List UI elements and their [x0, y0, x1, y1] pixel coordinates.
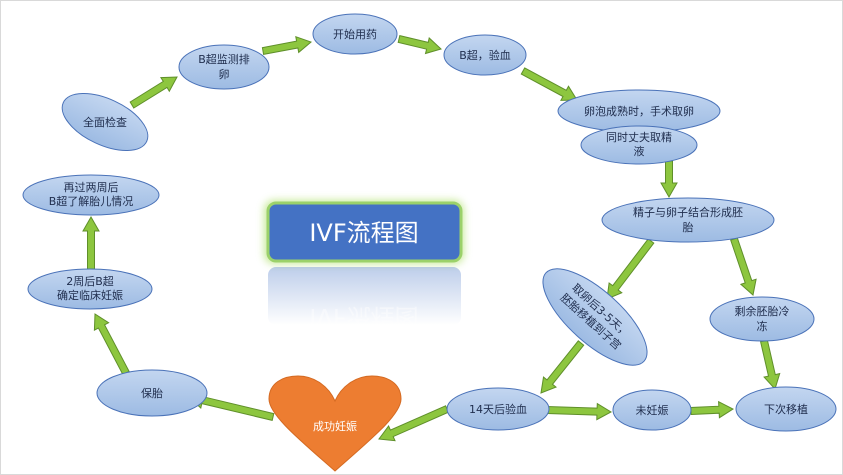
- arrow-ovulation-to-medication: [261, 35, 312, 55]
- node-fetal-check: 再过两周后 B超了解胎儿情况: [22, 174, 160, 216]
- node-embryo-formation: 精子与卵子结合形成胚 胎: [601, 197, 775, 243]
- arrow-notpregnant-to-next: [690, 400, 735, 419]
- arrow-bblood-to-retrieval: [520, 67, 578, 101]
- node-full-exam-label: 全面检查: [83, 115, 127, 129]
- arrow-embryo-to-transfer: [606, 238, 655, 300]
- node-embryo-transfer: 取卵后3-5天， 胚胎移植到子宫: [542, 268, 648, 366]
- node-confirm-pregnancy: 2周后B超 确定临床妊娠: [27, 268, 153, 310]
- node-fetal-check-line2: B超了解胎儿情况: [49, 194, 134, 208]
- flow-arrows: [82, 34, 781, 442]
- node-keep-pregnancy: 保胎: [96, 369, 208, 417]
- node-confirm-pregnancy-line2: 确定临床妊娠: [57, 288, 123, 302]
- node-blood-test-14-label: 14天后验血: [469, 402, 527, 416]
- arrow-medication-to-bblood: [397, 34, 442, 55]
- node-embryo-formation-line2: 胎: [683, 220, 694, 234]
- heart-node: 成功妊娠: [268, 375, 402, 472]
- node-b-ovulation-line1: B超监测排: [198, 52, 250, 66]
- node-start-medication: 开始用药: [312, 13, 398, 55]
- node-next-transfer-label: 下次移植: [764, 402, 808, 416]
- arrow-embryo-to-freeze: [730, 237, 757, 296]
- arrow-bloodtest-to-success: [378, 405, 450, 442]
- title-reflection-text: IVF流程图: [309, 303, 418, 331]
- arrow-keep-to-confirm: [93, 313, 130, 376]
- node-fetal-check-line1: 再过两周后: [64, 181, 119, 194]
- arrow-bloodtest-to-notpregnant: [546, 402, 613, 421]
- node-sperm-collection-line1: 同时丈夫取精: [606, 131, 672, 144]
- arrow-freeze-to-next: [760, 339, 781, 390]
- node-embryo-formation-line1: 精子与卵子结合形成胚: [633, 205, 743, 219]
- node-b-ovulation: B超监测排 卵: [178, 44, 270, 90]
- node-keep-pregnancy-label: 保胎: [141, 386, 163, 400]
- node-egg-retrieval: 卵泡成熟时，手术取卵: [557, 89, 721, 133]
- node-b-ovulation-line2: 卵: [219, 68, 230, 81]
- node-b-blood: B超，验血: [443, 34, 527, 76]
- node-egg-retrieval-label: 卵泡成熟时，手术取卵: [584, 104, 694, 118]
- node-sperm-collection: 同时丈夫取精 液: [580, 125, 698, 165]
- node-freeze-embryo: 剩余胚胎冷 冻: [709, 296, 815, 342]
- node-freeze-embryo-line1: 剩余胚胎冷: [735, 304, 790, 318]
- arrow-transfer-to-bloodtest: [540, 340, 585, 394]
- node-success-pregnancy: 成功妊娠: [313, 419, 357, 433]
- node-start-medication-label: 开始用药: [333, 27, 377, 41]
- node-b-blood-label: B超，验血: [459, 48, 511, 62]
- arrow-exam-to-ovulation: [129, 76, 178, 109]
- node-blood-test-14: 14天后验血: [446, 387, 550, 431]
- arrow-confirm-to-fetal: [82, 215, 100, 270]
- node-not-pregnant: 未妊娠: [612, 389, 692, 431]
- title-reflection: IVF流程图: [268, 267, 461, 331]
- node-full-exam: 全面检查: [61, 92, 149, 152]
- title-box: IVF流程图: [264, 200, 464, 264]
- page-title: IVF流程图: [309, 219, 418, 247]
- arrow-sperm-to-embryo: [660, 160, 678, 199]
- node-not-pregnant-label: 未妊娠: [636, 403, 669, 417]
- node-freeze-embryo-line2: 冻: [757, 319, 768, 333]
- node-confirm-pregnancy-line1: 2周后B超: [66, 274, 114, 288]
- node-sperm-collection-line2: 液: [634, 144, 645, 158]
- node-next-transfer: 下次移植: [735, 386, 837, 432]
- flow-nodes: 全面检查 B超监测排 卵 开始用药 B超，验血 卵泡成熟时，手术取卵 同时丈夫取…: [22, 13, 837, 432]
